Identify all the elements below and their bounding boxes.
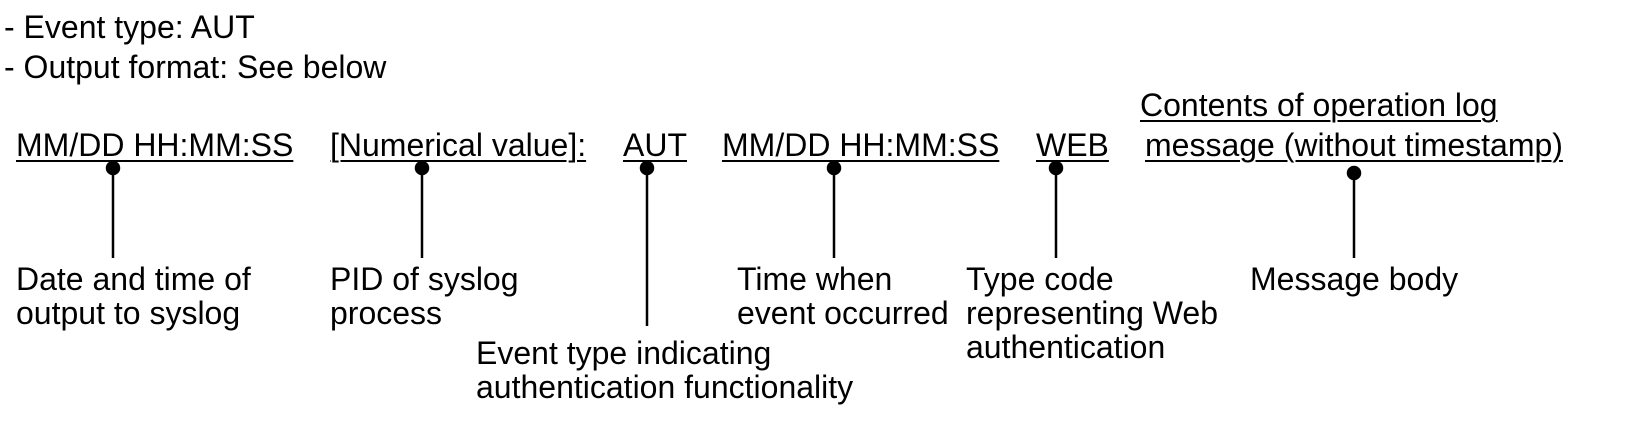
connector-date-time bbox=[105, 160, 121, 258]
desc-line: Time when bbox=[737, 261, 893, 297]
field-type-code: WEB bbox=[1036, 127, 1109, 163]
desc-pid: PID of syslog process bbox=[330, 262, 519, 330]
connector-event-type bbox=[639, 160, 655, 326]
field-event-timestamp: MM/DD HH:MM:SS bbox=[722, 127, 1000, 163]
field-message-line1: Contents of operation log bbox=[1140, 87, 1498, 123]
desc-line: process bbox=[330, 295, 443, 331]
desc-message-body: Message body bbox=[1250, 262, 1458, 296]
desc-line: Message body bbox=[1250, 261, 1459, 297]
desc-line: Event type indicating bbox=[476, 335, 772, 371]
field-message-line2: message (without timestamp) bbox=[1145, 127, 1563, 163]
event-type-line: - Event type: AUT bbox=[4, 9, 255, 45]
connector-type-code bbox=[1048, 160, 1064, 258]
field-output-timestamp: MM/DD HH:MM:SS bbox=[16, 127, 294, 163]
field-numerical-value: [Numerical value]: bbox=[330, 127, 587, 163]
desc-line: representing Web bbox=[966, 295, 1218, 331]
connector-pid bbox=[414, 160, 430, 258]
desc-date-time: Date and time of output to syslog bbox=[16, 262, 251, 330]
desc-line: PID of syslog bbox=[330, 261, 519, 297]
desc-type-code: Type code representing Web authenticatio… bbox=[966, 262, 1218, 364]
field-event-type: AUT bbox=[623, 127, 687, 163]
connector-message-body bbox=[1346, 165, 1362, 258]
desc-line: authentication bbox=[966, 329, 1166, 365]
desc-event-time: Time when event occurred bbox=[737, 262, 949, 330]
desc-line: Date and time of bbox=[16, 261, 251, 297]
desc-line: output to syslog bbox=[16, 295, 241, 331]
desc-line: Type code bbox=[966, 261, 1114, 297]
connector-event-time bbox=[826, 160, 842, 258]
desc-event-type: Event type indicating authentication fun… bbox=[476, 336, 853, 404]
desc-line: event occurred bbox=[737, 295, 949, 331]
output-format-line: - Output format: See below bbox=[4, 49, 387, 85]
desc-line: authentication functionality bbox=[476, 369, 854, 405]
